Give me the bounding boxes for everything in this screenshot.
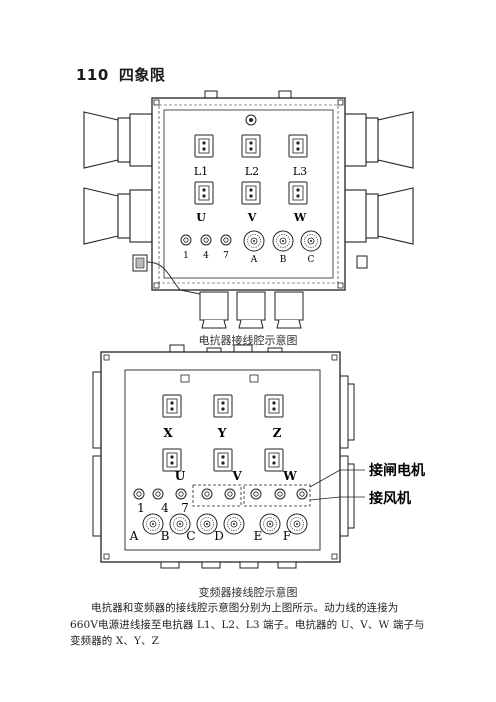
inverter-terminal-7: 7: [181, 501, 189, 515]
callout-fan: 接风机: [369, 490, 411, 507]
section-heading: 110 四象限: [76, 64, 165, 85]
reactor-terminal-c: C: [308, 255, 315, 265]
body-paragraph: 电抗器和变频器的接线腔示意图分别为上图所示。动力线的连接为660V电源进线接至电…: [70, 602, 425, 647]
inverter-label-y: Y: [217, 426, 227, 440]
inverter-terminal-d: D: [214, 529, 224, 543]
reactor-label-w: W: [293, 211, 307, 224]
inverter-label-w: W: [282, 469, 297, 483]
reactor-label-l1: L1: [194, 165, 208, 178]
inverter-terminal-b: B: [161, 529, 170, 543]
reactor-terminal-7: 7: [223, 251, 229, 261]
inverter-label-x: X: [163, 426, 173, 440]
inverter-label-v: V: [231, 469, 242, 483]
inverter-terminal-4: 4: [161, 501, 169, 515]
inverter-terminal-e: E: [254, 529, 263, 543]
reactor-label-l3: L3: [293, 165, 307, 178]
inverter-terminal-f: F: [283, 529, 291, 543]
inverter-terminal-a: A: [129, 529, 139, 543]
inverter-diagram: X Y Z U V W 1 4 7 A B C D E F 接闸电机 接风机: [92, 344, 425, 569]
reactor-diagram-caption: 电抗器接线腔示意图: [198, 334, 298, 347]
reactor-label-u: U: [196, 211, 206, 224]
inverter-label-z: Z: [273, 426, 282, 440]
reactor-label-l2: L2: [245, 165, 259, 178]
reactor-terminal-a: A: [250, 255, 258, 265]
reactor-terminal-4: 4: [203, 251, 209, 261]
reactor-terminal-b: B: [280, 255, 287, 265]
inverter-label-u: U: [175, 469, 186, 483]
inverter-terminal-c: C: [186, 529, 195, 543]
callout-brake-motor: 接闸电机: [369, 462, 425, 479]
section-title: 四象限: [118, 66, 166, 84]
reactor-diagram: L1 L2 L3 U V W 1 4 7 A B C: [83, 90, 414, 329]
reactor-terminal-1: 1: [183, 251, 189, 261]
reactor-label-v: V: [247, 211, 257, 224]
section-number: 110: [76, 66, 109, 84]
inverter-diagram-caption: 变频器接线腔示意图: [198, 586, 298, 599]
inverter-terminal-1: 1: [137, 501, 145, 515]
